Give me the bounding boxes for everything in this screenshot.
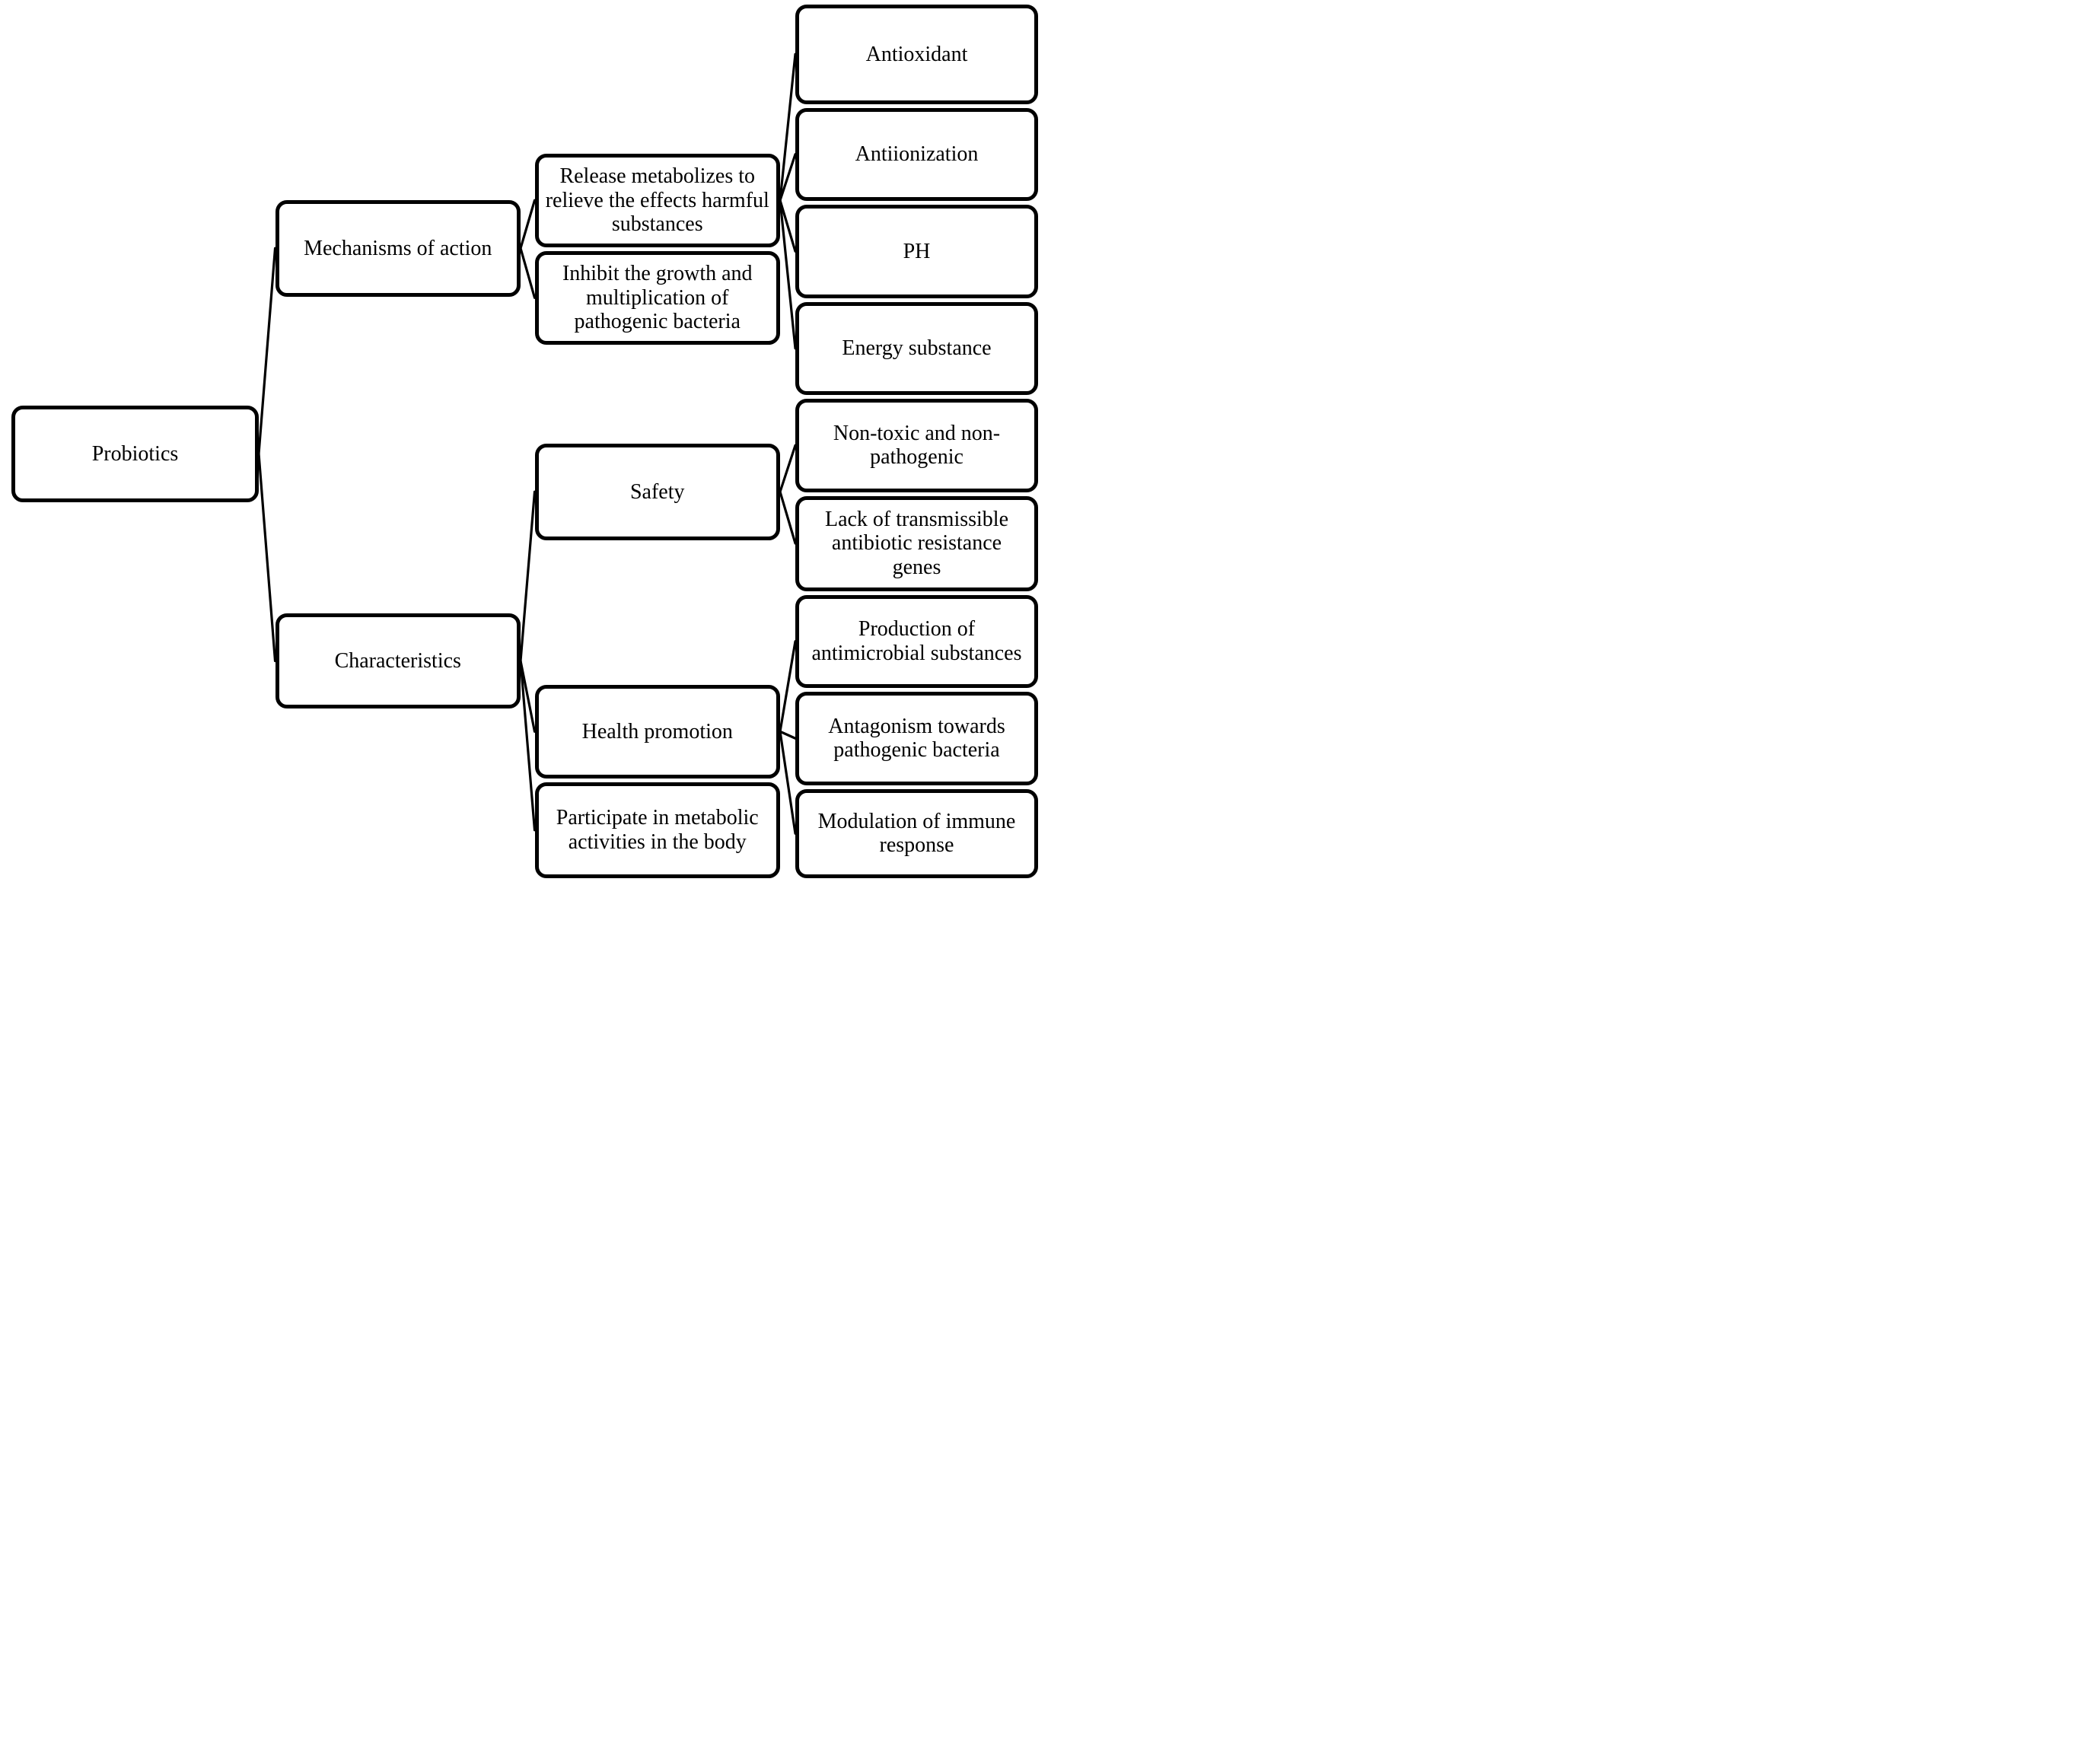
edge-health-modulation [779,730,797,835]
edge-release-antiionization [779,153,797,202]
node-label: Energy substance [842,336,992,361]
node-label: Mechanisms of action [304,236,492,260]
edge-safety-lack [779,490,797,545]
node-label: Participate in metabolic activities in t… [556,806,759,854]
node-label: Lack of transmissible antibiotic resista… [824,507,1009,579]
node-characteristics: Characteristics [275,613,521,708]
edge-release-energy [779,199,797,350]
edge-characteristics-participate [519,659,537,832]
edge-health-production [779,640,797,733]
node-modulation: Modulation of immune response [795,788,1038,878]
node-antagonism: Antagonism towards pathogenic bacteria [795,692,1038,785]
edge-release-antioxidant [779,53,797,202]
node-probiotics: Probiotics [11,405,259,502]
node-health: Health promotion [534,685,780,779]
node-label: Production of antimicrobial substances [811,617,1022,665]
node-label: PH [903,239,931,263]
edge-release-ph [779,199,797,253]
node-label: Non-toxic and non-pathogenic [833,421,1001,470]
connector-lines [257,53,797,835]
node-lack: Lack of transmissible antibiotic resista… [795,495,1038,591]
node-label: Antagonism towards pathogenic bacteria [828,714,1005,763]
edge-characteristics-safety [519,490,537,663]
node-antioxidant: Antioxidant [795,5,1038,104]
node-label: Safety [629,479,685,504]
edge-mechanisms-release [519,199,537,250]
edge-probiotics-characteristics [257,452,277,663]
node-label: Characteristics [334,648,461,673]
node-mechanisms: Mechanisms of action [275,199,521,297]
edge-health-antagonism [779,730,797,740]
node-label: Release metabolizes to relieve the effec… [545,164,769,236]
node-label: Health promotion [581,719,733,743]
node-participate: Participate in metabolic activities in t… [534,782,780,878]
node-ph: PH [795,205,1038,298]
node-label: Antioxidant [865,42,968,66]
edge-safety-nontoxic [779,444,797,493]
node-nontoxic: Non-toxic and non-pathogenic [795,399,1038,492]
node-release: Release metabolizes to relieve the effec… [534,153,780,247]
node-label: Inhibit the growth and multiplication of… [562,262,753,333]
node-production: Production of antimicrobial substances [795,594,1038,688]
node-safety: Safety [534,443,780,540]
edge-mechanisms-inhibit [519,247,537,299]
node-label: Antiionization [855,142,979,167]
node-inhibit: Inhibit the growth and multiplication of… [534,251,780,345]
node-label: Probiotics [91,441,179,466]
node-label: Modulation of immune response [817,809,1016,858]
edge-characteristics-health [519,659,537,733]
node-energy: Energy substance [795,301,1038,395]
edge-probiotics-mechanisms [257,247,277,455]
node-antiionization: Antiionization [795,107,1038,201]
